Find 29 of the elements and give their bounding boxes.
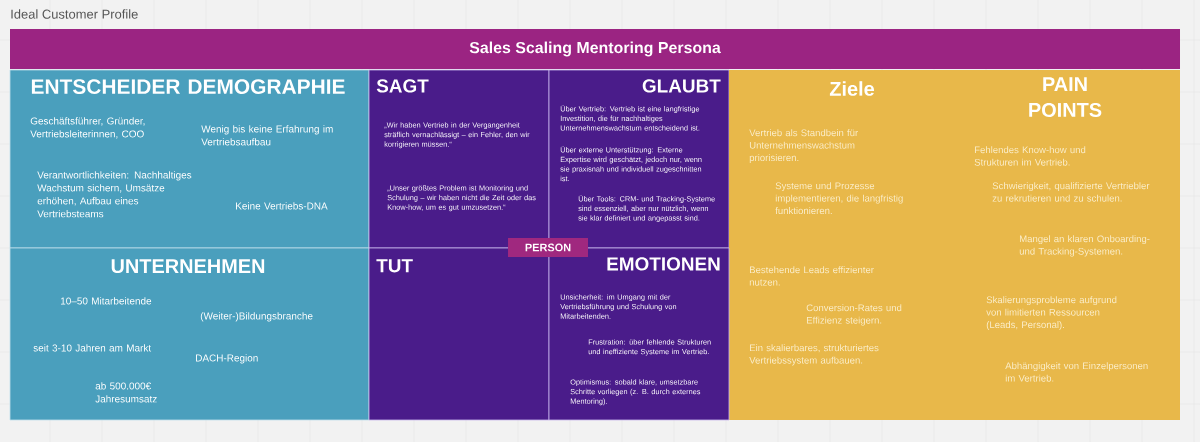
note-text: Schwierigkeit, qualifizierte Vertriebler zu rekrutieren und zu schulen. xyxy=(992,182,1150,202)
note-text: Verantwortlichkeiten: Nachhaltiges Wachstum sichern, Umsätze erhöhen, Aufbau eines Vertriebsteams xyxy=(37,171,192,218)
note-text: Ein skalierbares, strukturiertes Vertriebssystem aufbauen. xyxy=(749,344,879,366)
note-text: Wenig bis keine Erfahrung im Vertriebsaufbau xyxy=(201,125,333,146)
note-text: Conversion-Rates und Effizienz steigern. xyxy=(806,304,902,326)
note-text: seit 3-10 Jahren am Markt xyxy=(33,344,152,352)
note-text: DACH-Region xyxy=(196,354,258,364)
note-text: Vertrieb als Standbein für Unternehmenswachstum priorisieren. xyxy=(749,129,858,163)
header-band: Sales Scaling Mentoring Persona xyxy=(10,29,1180,69)
panel-heading: SAGT xyxy=(376,79,429,93)
board-title: Ideal Customer Profile xyxy=(11,9,138,19)
note-text: ab 500.000€ Jahresumsatz xyxy=(95,382,157,403)
note-text: Keine Vertriebs-DNA xyxy=(236,202,328,210)
note-text: Abhängigkeit von Einzelpersonen im Vertrieb. xyxy=(1005,362,1148,382)
note-text: 10–50 Mitarbeitende xyxy=(61,297,152,305)
note-text: Bestehende Leads effizienter nutzen. xyxy=(749,266,874,286)
panel-heading: TUT xyxy=(376,259,413,273)
panel-heading: Ziele xyxy=(829,81,875,96)
note-text: Skalierungsprobleme aufgrund von limitierten Ressourcen (Leads, Personal). xyxy=(986,296,1117,330)
note-text: Fehlendes Know-how und Strukturen im Vertrieb. xyxy=(974,146,1086,166)
panel-heading: ENTSCHEIDER DEMOGRAPHIE xyxy=(31,79,345,94)
panel-heading: EMOTIONEN xyxy=(607,257,720,271)
panel-heading: UNTERNEHMEN xyxy=(111,259,265,274)
note-text: Mangel an klaren Onboarding- und Tracking-Systemen. xyxy=(1019,235,1150,257)
panel-heading: GLAUBT xyxy=(642,79,721,93)
note-text: (Weiter-)Bildungsbranche xyxy=(200,312,313,322)
note-text: Systeme und Prozesse implementieren, die langfristig funktionieren. xyxy=(775,182,903,215)
note-text: Geschäftsführer, Gründer, Vertriebsleiterinnen, COO xyxy=(30,117,145,139)
panel-heading: PAIN POINTS xyxy=(1029,77,1102,117)
